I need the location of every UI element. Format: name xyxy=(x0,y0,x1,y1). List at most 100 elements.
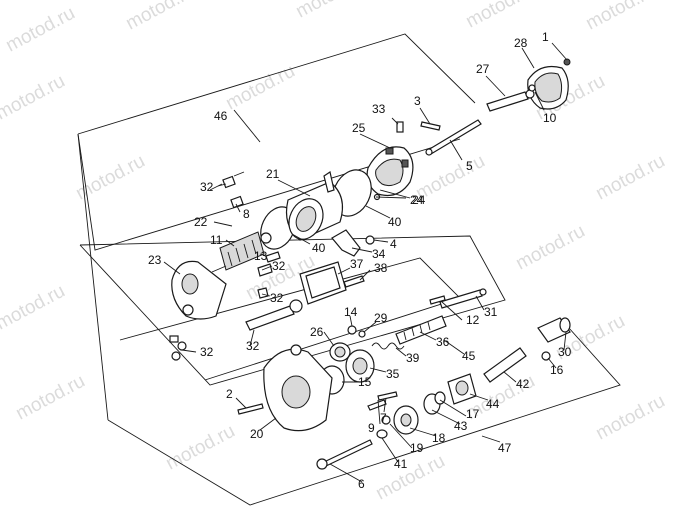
part-washer-19 xyxy=(381,415,391,425)
part-cylinder-30 xyxy=(537,317,571,343)
callout-40: 40 xyxy=(388,215,402,229)
watermark: motod.ru xyxy=(462,0,538,32)
part-spring-39 xyxy=(371,342,405,350)
watermark-layer: motod.ru motod.ru motod.ru motod.ru moto… xyxy=(0,0,669,504)
watermark: motod.ru xyxy=(122,0,198,34)
part-main-housing xyxy=(263,344,333,432)
callout-23: 23 xyxy=(148,253,162,267)
callout-13: 13 xyxy=(254,249,268,263)
callout-20: 20 xyxy=(250,427,264,441)
callout-9: 9 xyxy=(368,421,375,435)
part-pin-12 xyxy=(429,295,446,305)
watermark: motod.ru xyxy=(0,281,69,335)
part-washer-10 xyxy=(528,84,536,92)
part-bolt-2 xyxy=(237,403,264,415)
part-screw-3 xyxy=(420,121,441,131)
watermark: motod.ru xyxy=(582,0,658,34)
part-fasteners-32 xyxy=(169,335,187,361)
callout-6: 6 xyxy=(358,477,365,491)
part-bearing-13 xyxy=(265,251,281,263)
callout-47: 47 xyxy=(498,441,512,455)
callout-21: 21 xyxy=(266,167,280,181)
callout-26: 26 xyxy=(310,325,324,339)
callout-32: 32 xyxy=(200,180,214,194)
part-shaft-42 xyxy=(483,347,527,383)
callout-8: 8 xyxy=(243,207,250,221)
callout-3: 3 xyxy=(414,94,421,108)
callout-19: 19 xyxy=(410,441,424,455)
callout-10: 10 xyxy=(543,111,557,125)
watermark: motod.ru xyxy=(512,221,588,275)
watermark: motod.ru xyxy=(292,0,368,22)
callout-18: 18 xyxy=(432,431,446,445)
callout-4: 4 xyxy=(390,237,397,251)
callout-39: 39 xyxy=(406,351,420,365)
callout-38: 38 xyxy=(374,261,388,275)
part-field-housing xyxy=(285,171,343,241)
callout-17: 17 xyxy=(466,407,480,421)
frame-left-edge xyxy=(77,133,109,421)
callout-33: 33 xyxy=(372,102,386,116)
callout-1: 1 xyxy=(542,30,549,44)
callout-32-c: 32 xyxy=(270,291,284,305)
part-bolt-9 xyxy=(377,391,398,401)
frame-32-sub xyxy=(119,257,461,381)
frame-46 xyxy=(77,33,476,135)
part-brush-set xyxy=(222,171,245,209)
leader-lines xyxy=(163,42,568,483)
callout-34: 34 xyxy=(372,247,386,261)
callout-45: 45 xyxy=(462,349,476,363)
part-splined-shaft xyxy=(395,315,447,345)
part-long-bolt-6 xyxy=(316,439,373,470)
part-pinion-gear-35 xyxy=(345,349,375,383)
part-through-bolt xyxy=(425,119,482,156)
callout-32-d: 32 xyxy=(246,339,260,353)
callout-43: 43 xyxy=(454,419,468,433)
part-ring-17 xyxy=(434,391,446,405)
watermark: motod.ru xyxy=(72,151,148,205)
callout-25: 25 xyxy=(352,121,366,135)
callout-42: 42 xyxy=(516,377,530,391)
part-drive-housing xyxy=(171,260,227,320)
group-frames xyxy=(77,33,621,506)
callout-35: 35 xyxy=(386,367,400,381)
part-gasket-plate xyxy=(299,261,347,305)
watermark: motod.ru xyxy=(592,391,668,445)
part-end-cap xyxy=(527,58,571,110)
part-brush-plate xyxy=(366,146,414,197)
part-clutch-gear-18 xyxy=(393,405,419,435)
callout-36: 36 xyxy=(436,335,450,349)
callout-24-b: 24 xyxy=(412,193,426,207)
watermark: motod.ru xyxy=(162,421,238,475)
callout-7: 7 xyxy=(380,411,387,425)
callout-2: 2 xyxy=(226,387,233,401)
part-ball-14 xyxy=(347,325,357,335)
callout-27: 27 xyxy=(476,62,490,76)
part-washer-41 xyxy=(376,429,388,439)
watermark: motod.ru xyxy=(222,61,298,115)
watermark: motod.ru xyxy=(0,71,69,125)
callout-labels: 1 2 3 4 5 6 7 8 9 10 11 12 13 14 15 16 1… xyxy=(148,30,572,491)
part-screw-38 xyxy=(343,275,365,288)
part-nut-4 xyxy=(365,235,375,245)
watermark: motod.ru xyxy=(372,451,448,505)
callout-12: 12 xyxy=(466,313,480,327)
callout-22: 22 xyxy=(194,215,208,229)
frame-47 xyxy=(107,317,621,506)
part-retainer-29 xyxy=(358,330,366,338)
callout-24: 24 xyxy=(410,193,424,207)
callout-44: 44 xyxy=(486,397,500,411)
callout-14: 14 xyxy=(344,305,358,319)
watermark: motod.ru xyxy=(592,151,668,205)
watermark: motod.ru xyxy=(12,371,88,425)
callout-41: 41 xyxy=(394,457,408,471)
part-armature xyxy=(211,231,272,273)
callout-37: 37 xyxy=(350,257,364,271)
callout-40-b: 40 xyxy=(312,241,326,255)
callout-28: 28 xyxy=(514,36,528,50)
callout-32-b: 32 xyxy=(272,259,286,273)
callout-32-e: 32 xyxy=(200,345,214,359)
callout-16: 16 xyxy=(550,363,564,377)
